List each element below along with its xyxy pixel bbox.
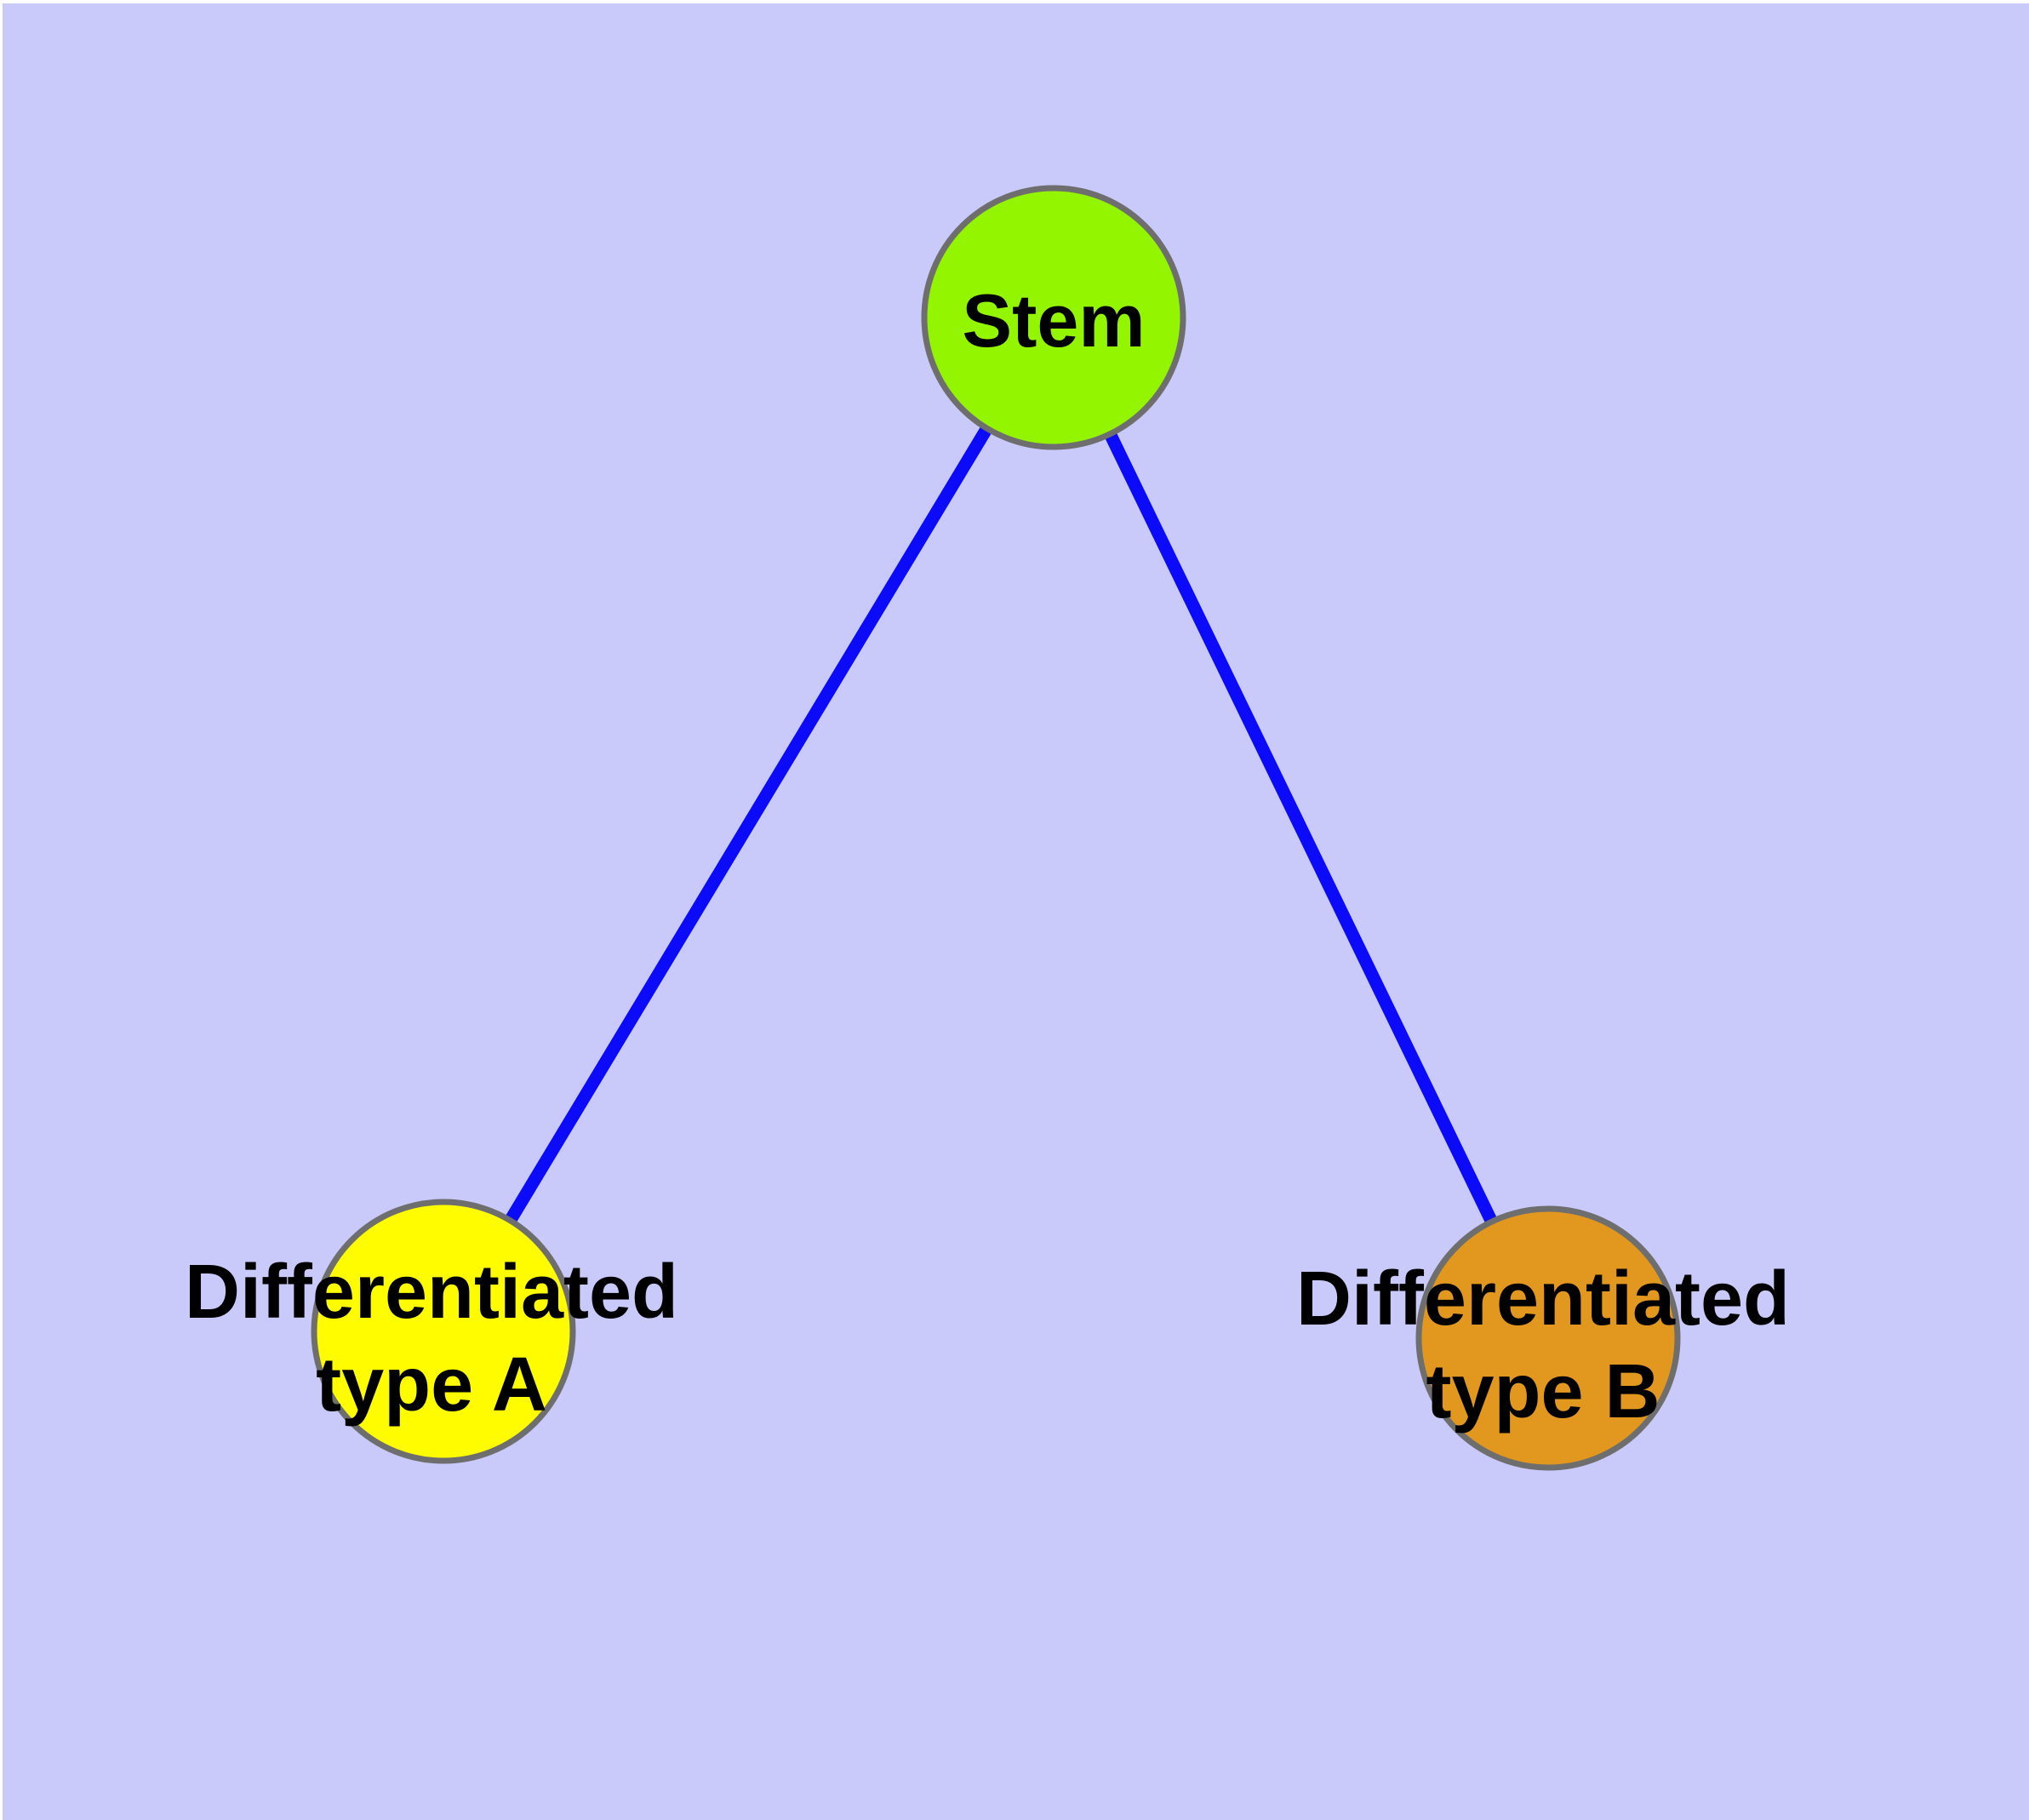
node-stem <box>921 185 1186 450</box>
node-differentiated-type-b <box>1415 1205 1681 1471</box>
node-stem-label: Stem <box>962 278 1145 363</box>
node-type-b-label-line2: type B <box>1426 1349 1660 1434</box>
edge-stem-to-type-a <box>437 314 1060 1335</box>
node-type-b-label-line1: Differentiated <box>1296 1256 1790 1342</box>
node-differentiated-type-a <box>311 1199 576 1464</box>
edge-stem-to-type-b <box>1048 314 1554 1342</box>
node-type-a-label-line2: type A <box>316 1342 547 1428</box>
node-type-a-label-line1: Differentiated <box>185 1250 678 1335</box>
